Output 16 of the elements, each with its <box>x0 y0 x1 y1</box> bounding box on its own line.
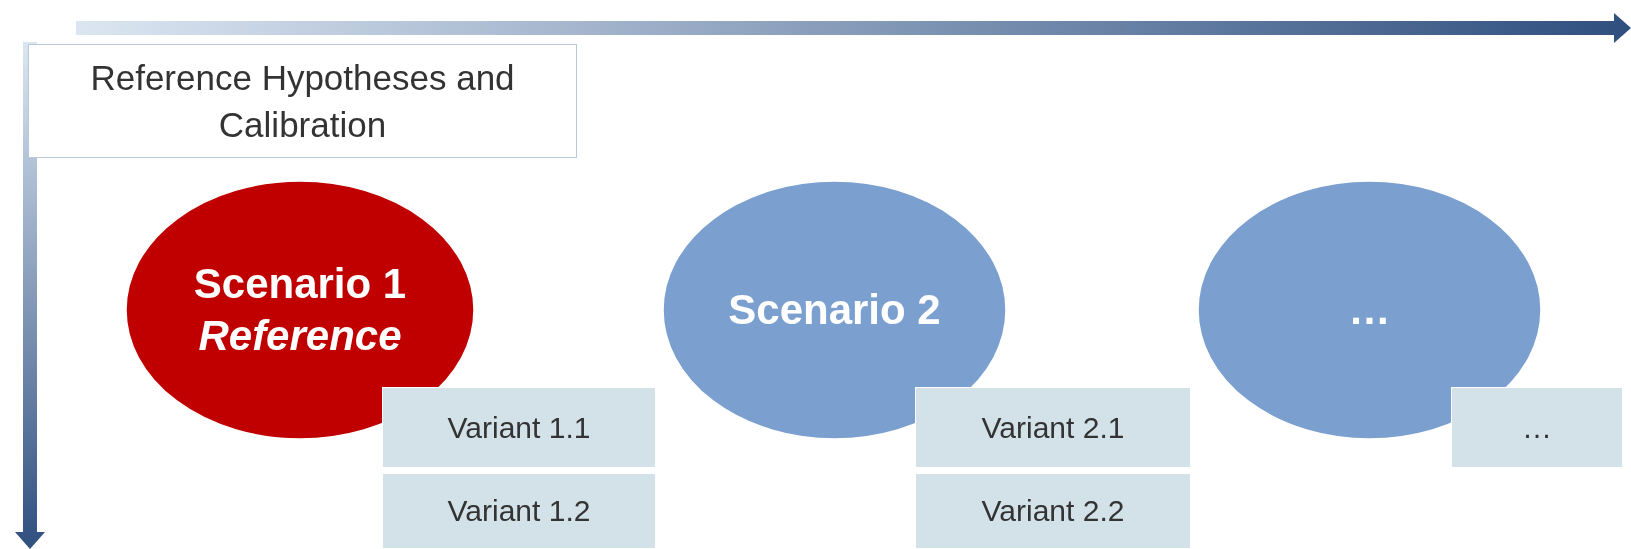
scenario-title: Scenario 2 <box>728 284 941 335</box>
variant-label: Variant 2.1 <box>981 410 1125 445</box>
variant-label: Variant 2.2 <box>981 494 1125 528</box>
variant-box <box>915 387 1191 468</box>
scenario-title: Scenario 1 <box>193 258 407 309</box>
title-text: Reference Hypotheses and Calibration <box>89 56 516 146</box>
variant-box <box>382 387 656 468</box>
title-box <box>28 44 577 158</box>
variant-label: Variant 1.2 <box>447 494 591 528</box>
variant-label: … <box>1522 410 1552 445</box>
scenario-title: … <box>1348 284 1391 335</box>
scenario-subtitle: Reference <box>198 311 402 361</box>
variant-box <box>382 473 656 549</box>
variant-label: Variant 1.1 <box>447 410 591 445</box>
variant-box <box>915 473 1191 549</box>
variant-box <box>1451 387 1623 468</box>
